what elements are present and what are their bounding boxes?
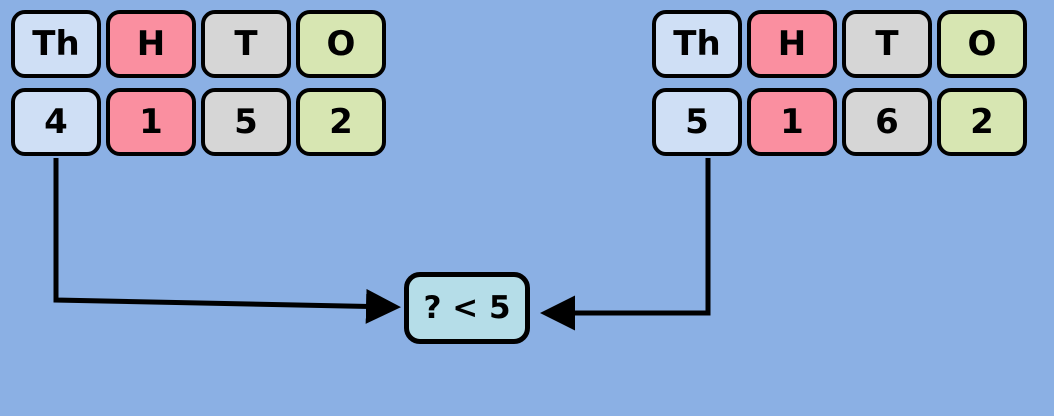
left-header-ones: O	[296, 10, 386, 78]
right-digit-thousands: 5	[652, 88, 742, 156]
left-digit-tens: 5	[201, 88, 291, 156]
left-digit-thousands: 4	[11, 88, 101, 156]
left-header-tens: T	[201, 10, 291, 78]
right-header-hundreds: H	[747, 10, 837, 78]
left-place-value-group: Th H T O 4 1 5 2	[11, 10, 386, 156]
right-digit-hundreds: 1	[747, 88, 837, 156]
right-header-thousands: Th	[652, 10, 742, 78]
right-header-ones: O	[937, 10, 1027, 78]
right-place-value-group: Th H T O 5 1 6 2	[652, 10, 1027, 156]
left-header-row: Th H T O	[11, 10, 386, 78]
left-digit-hundreds: 1	[106, 88, 196, 156]
arrow-from-left-thousands-to-decision	[53, 158, 401, 324]
right-digit-ones: 2	[937, 88, 1027, 156]
left-header-hundreds: H	[106, 10, 196, 78]
right-header-row: Th H T O	[652, 10, 1027, 78]
right-digit-row: 5 1 6 2	[652, 88, 1027, 156]
right-header-tens: T	[842, 10, 932, 78]
right-digit-tens: 6	[842, 88, 932, 156]
left-header-thousands: Th	[11, 10, 101, 78]
decision-box: ? < 5	[404, 272, 530, 344]
left-digit-ones: 2	[296, 88, 386, 156]
arrow-from-right-thousands-to-decision	[540, 158, 711, 331]
left-digit-row: 4 1 5 2	[11, 88, 386, 156]
